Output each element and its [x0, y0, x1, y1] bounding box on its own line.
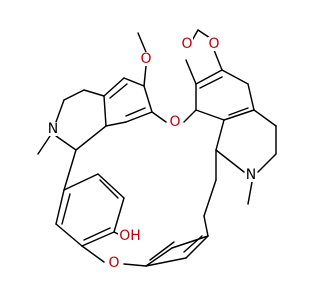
bond — [221, 69, 249, 85]
bond — [55, 135, 77, 151]
bond — [185, 59, 197, 85]
bond — [257, 153, 277, 173]
ether-oxygen-right-label: O — [169, 114, 180, 130]
bond — [145, 247, 173, 267]
bond — [183, 109, 197, 123]
nitrogen-left-label: N — [48, 121, 58, 137]
structure-canvas: O O O O O N N — [37, 29, 277, 271]
bond — [247, 83, 255, 111]
bond — [37, 135, 51, 155]
bond — [228, 107, 249, 116]
bond — [103, 77, 125, 97]
bond — [143, 85, 153, 113]
bond — [113, 197, 125, 233]
hydroxyl-group: OH — [118, 228, 142, 244]
hydroxyl-label: OH — [119, 228, 141, 244]
bond — [185, 235, 209, 259]
nitrogen-left-atom: N — [47, 121, 59, 137]
bond — [151, 111, 167, 123]
bond — [105, 121, 127, 127]
dioxole-oxygen-upper-label: O — [181, 36, 192, 52]
methoxy-oxygen-label: O — [140, 51, 151, 67]
bond — [197, 29, 211, 39]
bond — [183, 235, 203, 253]
bond — [203, 215, 209, 237]
bond — [125, 111, 153, 123]
bond — [203, 179, 217, 217]
bond — [195, 109, 225, 121]
bond — [215, 119, 225, 151]
bond — [223, 109, 255, 121]
bond — [143, 65, 147, 87]
bond — [103, 95, 107, 127]
nitrogen-right-label: N — [246, 167, 256, 183]
bond — [199, 76, 223, 89]
bond — [83, 89, 105, 97]
bond — [75, 125, 107, 151]
bond — [63, 149, 77, 191]
bond — [81, 245, 105, 263]
ether-oxygen-bottom-atom: O — [108, 255, 120, 271]
bond — [55, 223, 83, 247]
bond — [55, 99, 65, 123]
bisbenzylisoquinoline-structure: O O O O O N N — [37, 29, 277, 271]
bond — [109, 83, 128, 99]
bond — [253, 109, 277, 127]
bond — [81, 231, 115, 247]
bond — [149, 241, 175, 261]
dioxole-oxygen-lower-atom: O — [208, 36, 220, 52]
bond — [113, 231, 119, 235]
bond — [55, 189, 65, 225]
bond — [195, 69, 223, 85]
bond — [83, 227, 111, 241]
bond — [97, 173, 125, 199]
atom-labels: O O O O O N N — [47, 36, 257, 271]
ether-oxygen-bottom-label: O — [108, 255, 119, 271]
bond — [137, 32, 147, 53]
bond — [123, 77, 145, 87]
dioxole-oxygen-lower-label: O — [208, 36, 219, 52]
bond — [61, 193, 71, 225]
bond — [125, 107, 146, 117]
bond — [99, 179, 119, 199]
bond — [145, 257, 187, 267]
bond — [171, 235, 209, 249]
bond — [63, 173, 99, 191]
bond — [215, 149, 245, 173]
methoxy-oxygen-atom: O — [140, 51, 152, 67]
ether-oxygen-right-atom: O — [169, 114, 181, 130]
nitrogen-right-atom: N — [245, 167, 257, 183]
bond — [213, 49, 223, 71]
bond — [63, 89, 85, 101]
bond — [123, 263, 147, 267]
bond-lines — [37, 29, 277, 267]
bond — [247, 181, 253, 205]
dioxole-oxygen-upper-atom: O — [181, 36, 193, 52]
